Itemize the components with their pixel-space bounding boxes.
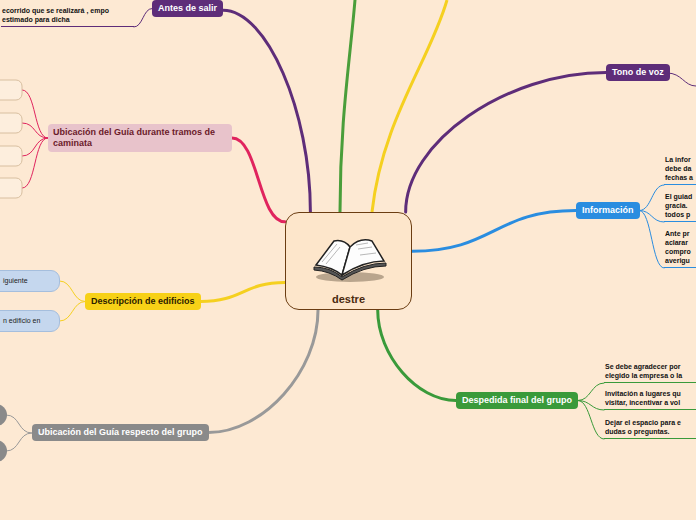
subtopic-text: Dejar el espacio para e dudas o pregunta…	[604, 418, 696, 439]
node-label: Descripción de edificios	[91, 295, 195, 308]
main-topic: Ubicación del Guía respecto del grupo	[32, 424, 209, 441]
branch-line	[667, 73, 696, 86]
node-label: Ubicación del Guía durante tramos de cam…	[53, 127, 227, 149]
node-label: Ubicación del Guía respecto del grupo	[38, 426, 203, 439]
branch-line	[22, 138, 48, 188]
branch-line	[6, 415, 32, 433]
node-label: Antes de salir	[158, 2, 217, 15]
subtopic-text: El guiad gracia. todos p	[664, 192, 696, 222]
branch-connector	[640, 211, 664, 269]
branch-line	[22, 90, 48, 138]
branch-connector	[209, 310, 318, 433]
branch-connector	[60, 302, 85, 322]
subtopic-text: Invitación a lugares qu visitar, incenti…	[604, 389, 696, 410]
branch-connector	[223, 10, 310, 212]
main-topic: Ubicación del Guía durante tramos de cam…	[48, 124, 232, 152]
branch-line	[22, 138, 48, 156]
branch-line	[6, 433, 32, 451]
node-label: Despedida final del grupo	[462, 394, 572, 407]
subtopic-box: n edificio en	[0, 310, 60, 332]
node-label: Dejar el espacio para e dudas o pregunta…	[605, 418, 695, 436]
node-label: Información	[582, 204, 634, 217]
empty-topic	[0, 440, 7, 462]
branch-connector	[378, 310, 456, 401]
node-label: Tono de voz	[612, 66, 664, 79]
branch-connector	[412, 211, 576, 252]
branch-connector	[578, 383, 604, 401]
branch-connector	[578, 401, 604, 440]
branch-connector	[406, 73, 606, 213]
subtopic-text: ecorrido que se realizará , empo estimad…	[1, 6, 134, 27]
subtopic-text: La infor debe da fechas a	[664, 155, 696, 185]
node-label: El guiad gracia. todos p	[665, 192, 695, 219]
empty-topic	[0, 113, 22, 133]
node-label: n edificio en	[3, 311, 59, 331]
main-topic: Antes de salir	[152, 0, 223, 17]
node-label: Ante pr aclarar compro averigu	[665, 229, 695, 265]
book-icon	[312, 231, 388, 283]
subtopic-text: Se debe agradecer por elegido la empresa…	[604, 362, 696, 383]
empty-topic	[0, 404, 7, 426]
branch-connector	[134, 9, 152, 28]
empty-topic	[0, 178, 22, 198]
branch-connector	[201, 283, 285, 302]
main-topic: Despedida final del grupo	[456, 392, 578, 409]
node-label: ecorrido que se realizará , empo estimad…	[2, 6, 133, 24]
empty-topic	[0, 146, 22, 166]
branch-connector	[60, 281, 85, 302]
branch-connector	[640, 185, 664, 211]
central-topic: destre	[285, 212, 412, 310]
node-label: Se debe agradecer por elegido la empresa…	[605, 362, 695, 380]
empty-topic	[0, 80, 22, 100]
subtopic-text: Ante pr aclarar compro averigu	[664, 229, 696, 268]
branch-line	[22, 123, 48, 138]
node-label: iguiente	[3, 271, 59, 291]
main-topic: Descripción de edificios	[85, 293, 201, 310]
node-label: destre	[332, 293, 365, 305]
branch-line	[372, 0, 447, 212]
subtopic-box: iguiente	[0, 270, 60, 292]
branch-line	[340, 0, 355, 212]
node-label: La infor debe da fechas a	[665, 155, 695, 182]
branch-connector	[232, 138, 285, 222]
main-topic: Tono de voz	[606, 64, 670, 81]
node-label: Invitación a lugares qu visitar, incenti…	[605, 389, 695, 407]
main-topic: Información	[576, 202, 640, 219]
